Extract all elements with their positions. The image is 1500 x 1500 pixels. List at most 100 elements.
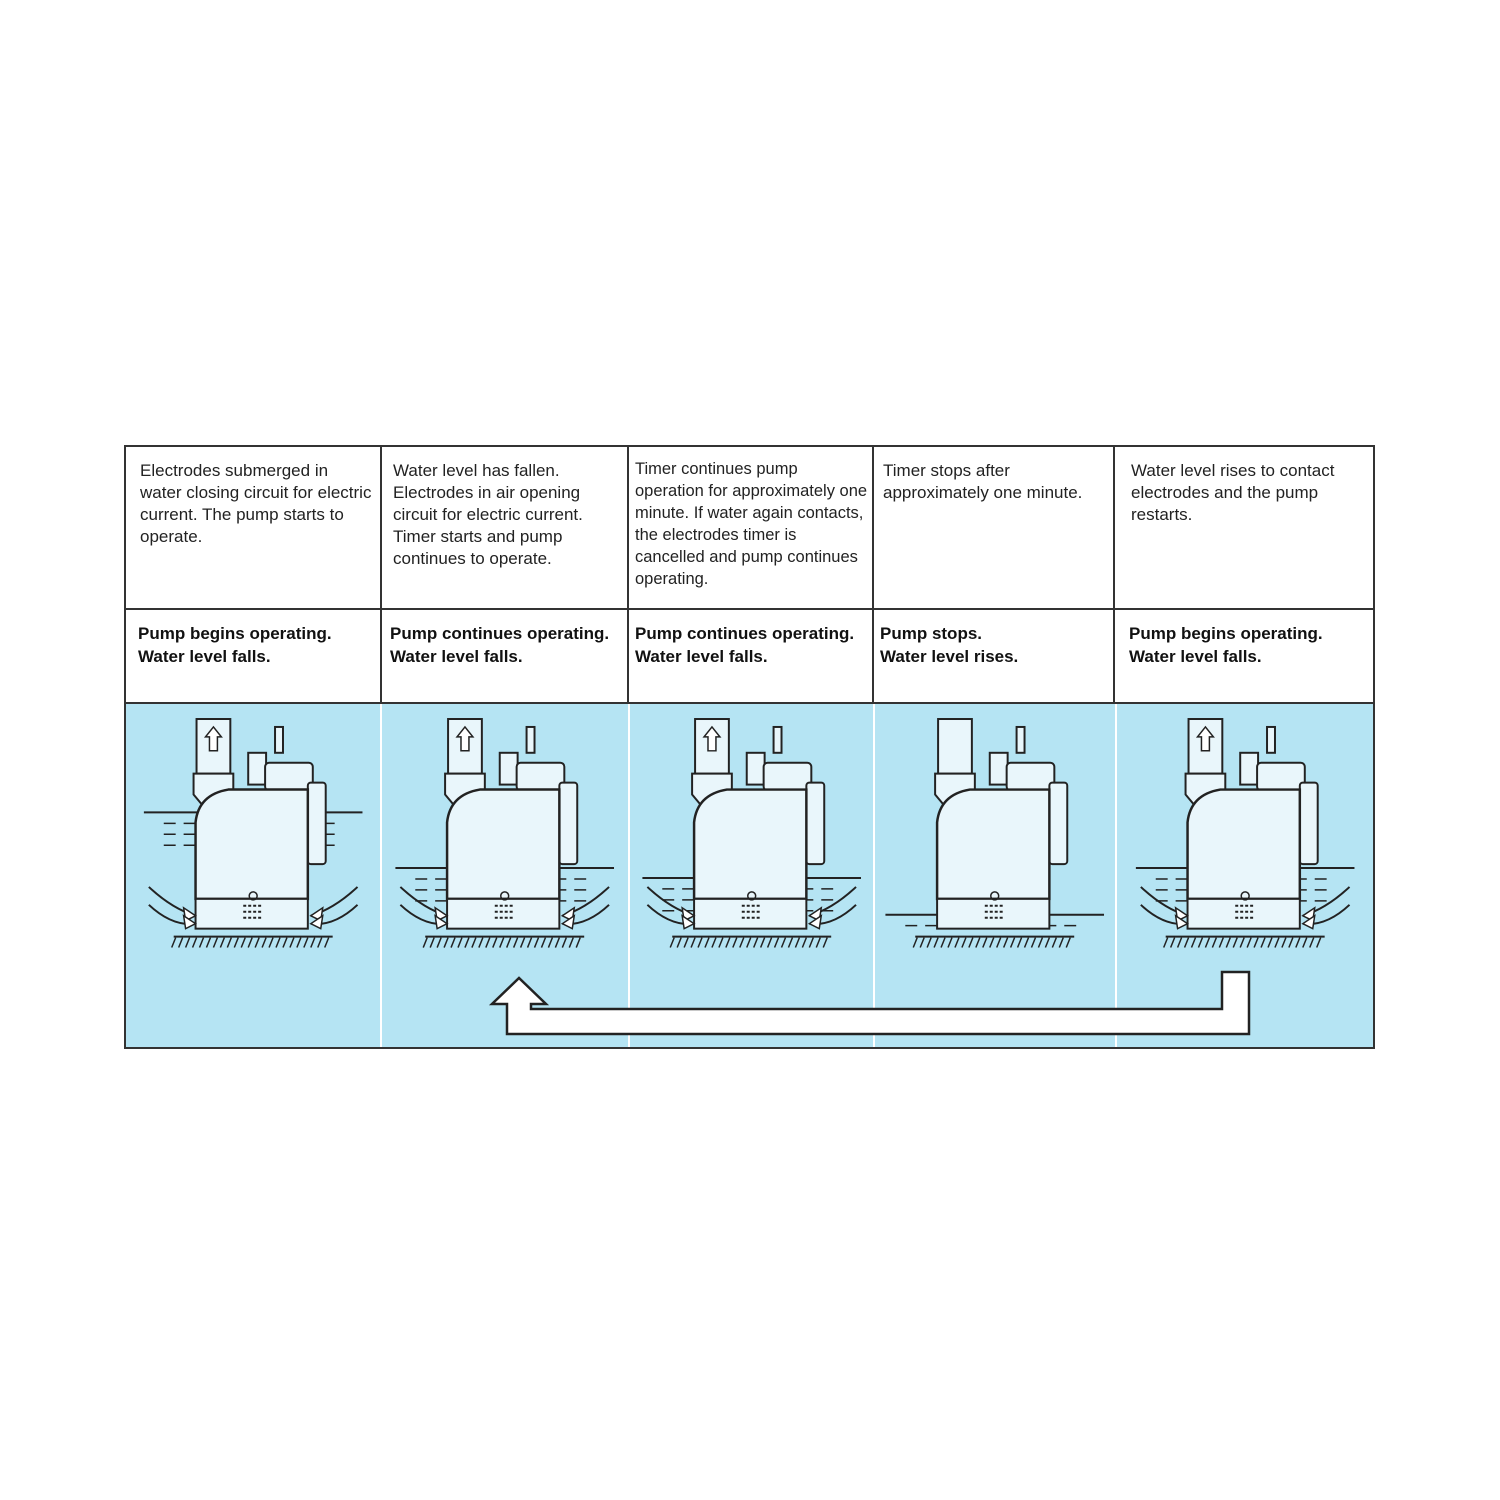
control-box: [1255, 761, 1306, 792]
ground-hatch: [429, 937, 436, 948]
ground-hatch: [759, 937, 766, 948]
ground-hatch: [1204, 937, 1210, 948]
ground-hatch: [801, 937, 807, 948]
pump-icon: [395, 718, 615, 948]
stage-4-status: Pump stops. Water level rises.: [880, 624, 1019, 666]
pump-handle: [247, 751, 268, 786]
cable-gland: [772, 725, 783, 754]
base-bolt: [500, 891, 510, 901]
pump-body: [1185, 788, 1301, 901]
stage-3-description: Timer continues pump operation for appro…: [635, 460, 868, 588]
ground-hatch: [1197, 937, 1203, 948]
ground-hatch: [268, 937, 274, 948]
flow-arrow-head: [182, 914, 198, 930]
ground-hatch: [303, 937, 309, 948]
ground-hatch: [1024, 937, 1030, 948]
ground-hatch: [1232, 937, 1238, 948]
pump-icon: [1135, 718, 1355, 948]
ground-hatch: [513, 937, 519, 948]
control-box: [1005, 761, 1056, 792]
pump-body: [194, 788, 310, 901]
stage-4-status-cell: Pump stops. Water level rises.: [874, 610, 1115, 702]
ground-hatch: [1190, 937, 1196, 948]
stage-3-description-cell: Timer continues pump operation for appro…: [629, 447, 874, 608]
ground-hatch: [499, 937, 505, 948]
ground-hatch: [289, 937, 295, 948]
ground-hatch: [968, 937, 974, 948]
up-arrow-icon: [455, 725, 475, 752]
stage-2-status: Pump continues operating. Water level fa…: [390, 624, 610, 666]
flow-arrow-head: [1300, 914, 1316, 930]
ground-hatch: [989, 937, 995, 948]
ground-hatch: [177, 937, 184, 948]
ground-hatch: [1010, 937, 1016, 948]
stage-5-status-cell: Pump begins operating. Water level falls…: [1115, 610, 1373, 702]
ground-hatch: [548, 937, 554, 948]
ground-hatch: [808, 937, 814, 948]
ground-hatch: [212, 937, 219, 948]
ground-hatch: [471, 937, 477, 948]
ground-hatch: [1225, 937, 1231, 948]
ground-hatch: [296, 937, 302, 948]
ground-hatch: [534, 937, 540, 948]
stage-2-description: Water level has fallen. Electrodes in ai…: [393, 461, 583, 568]
control-box: [762, 761, 813, 792]
cable-gland: [1015, 725, 1026, 754]
ground-hatch: [520, 937, 526, 948]
ground-hatch: [324, 937, 330, 948]
electrode-housing: [306, 781, 327, 866]
ground-hatch: [669, 937, 675, 948]
stage-1-description-cell: Electrodes submerged in water closing ci…: [126, 447, 382, 608]
stage-2-illustration: [382, 704, 630, 1047]
flow-arrow-head: [807, 914, 823, 930]
ground-hatch: [555, 937, 561, 948]
ground-hatch: [1287, 937, 1294, 948]
pump-handle: [499, 751, 519, 786]
ground-hatch: [1239, 937, 1245, 948]
pump-handle: [745, 751, 766, 786]
ground-hatch: [954, 937, 960, 948]
stage-5-status: Pump begins operating. Water level falls…: [1129, 624, 1323, 666]
ground-hatch: [1003, 937, 1009, 948]
ground-hatch: [961, 937, 967, 948]
ground-hatch: [506, 937, 512, 948]
ground-hatch: [1176, 937, 1182, 948]
stage-2-status-cell: Pump continues operating. Water level fa…: [382, 610, 629, 702]
pump-base: [1186, 897, 1301, 930]
control-box: [264, 761, 314, 792]
ground-hatch: [1211, 937, 1217, 948]
ground-hatch: [492, 937, 498, 948]
stage-5-description-cell: Water level rises to contact electrodes …: [1115, 447, 1373, 608]
description-row: Electrodes submerged in water closing ci…: [126, 447, 1373, 608]
ground-hatch: [1246, 937, 1252, 948]
ground-hatch: [198, 937, 205, 948]
ground-hatch: [226, 937, 233, 948]
ground-hatch: [171, 937, 177, 948]
ground-hatch: [975, 937, 981, 948]
ground-hatch: [254, 937, 260, 948]
ground-hatch: [568, 937, 575, 948]
ground-hatch: [1218, 937, 1224, 948]
ground-hatch: [527, 937, 533, 948]
ground-hatch: [704, 937, 710, 948]
ground-hatch: [1260, 937, 1266, 948]
ground-hatch: [724, 937, 731, 948]
ground-hatch: [1031, 937, 1037, 948]
ground-hatch: [205, 937, 212, 948]
pump-operation-diagram: Electrodes submerged in water closing ci…: [124, 445, 1375, 1049]
ground-hatch: [1266, 937, 1273, 948]
pump-base: [936, 897, 1051, 930]
electrode-housing: [1298, 781, 1319, 866]
cable-gland: [525, 725, 536, 754]
ground-hatch: [240, 937, 246, 948]
ground-hatch: [718, 937, 724, 948]
ground-hatch: [1065, 937, 1072, 948]
ground-hatch: [575, 937, 582, 948]
ground-hatch: [940, 937, 946, 948]
stage-3-status: Pump continues operating. Water level fa…: [635, 624, 855, 666]
ground-hatch: [247, 937, 253, 948]
electrode-housing: [1048, 781, 1069, 866]
ground-hatch: [1253, 937, 1259, 948]
stage-3-status-cell: Pump continues operating. Water level fa…: [629, 610, 874, 702]
ground-hatch: [773, 937, 780, 948]
